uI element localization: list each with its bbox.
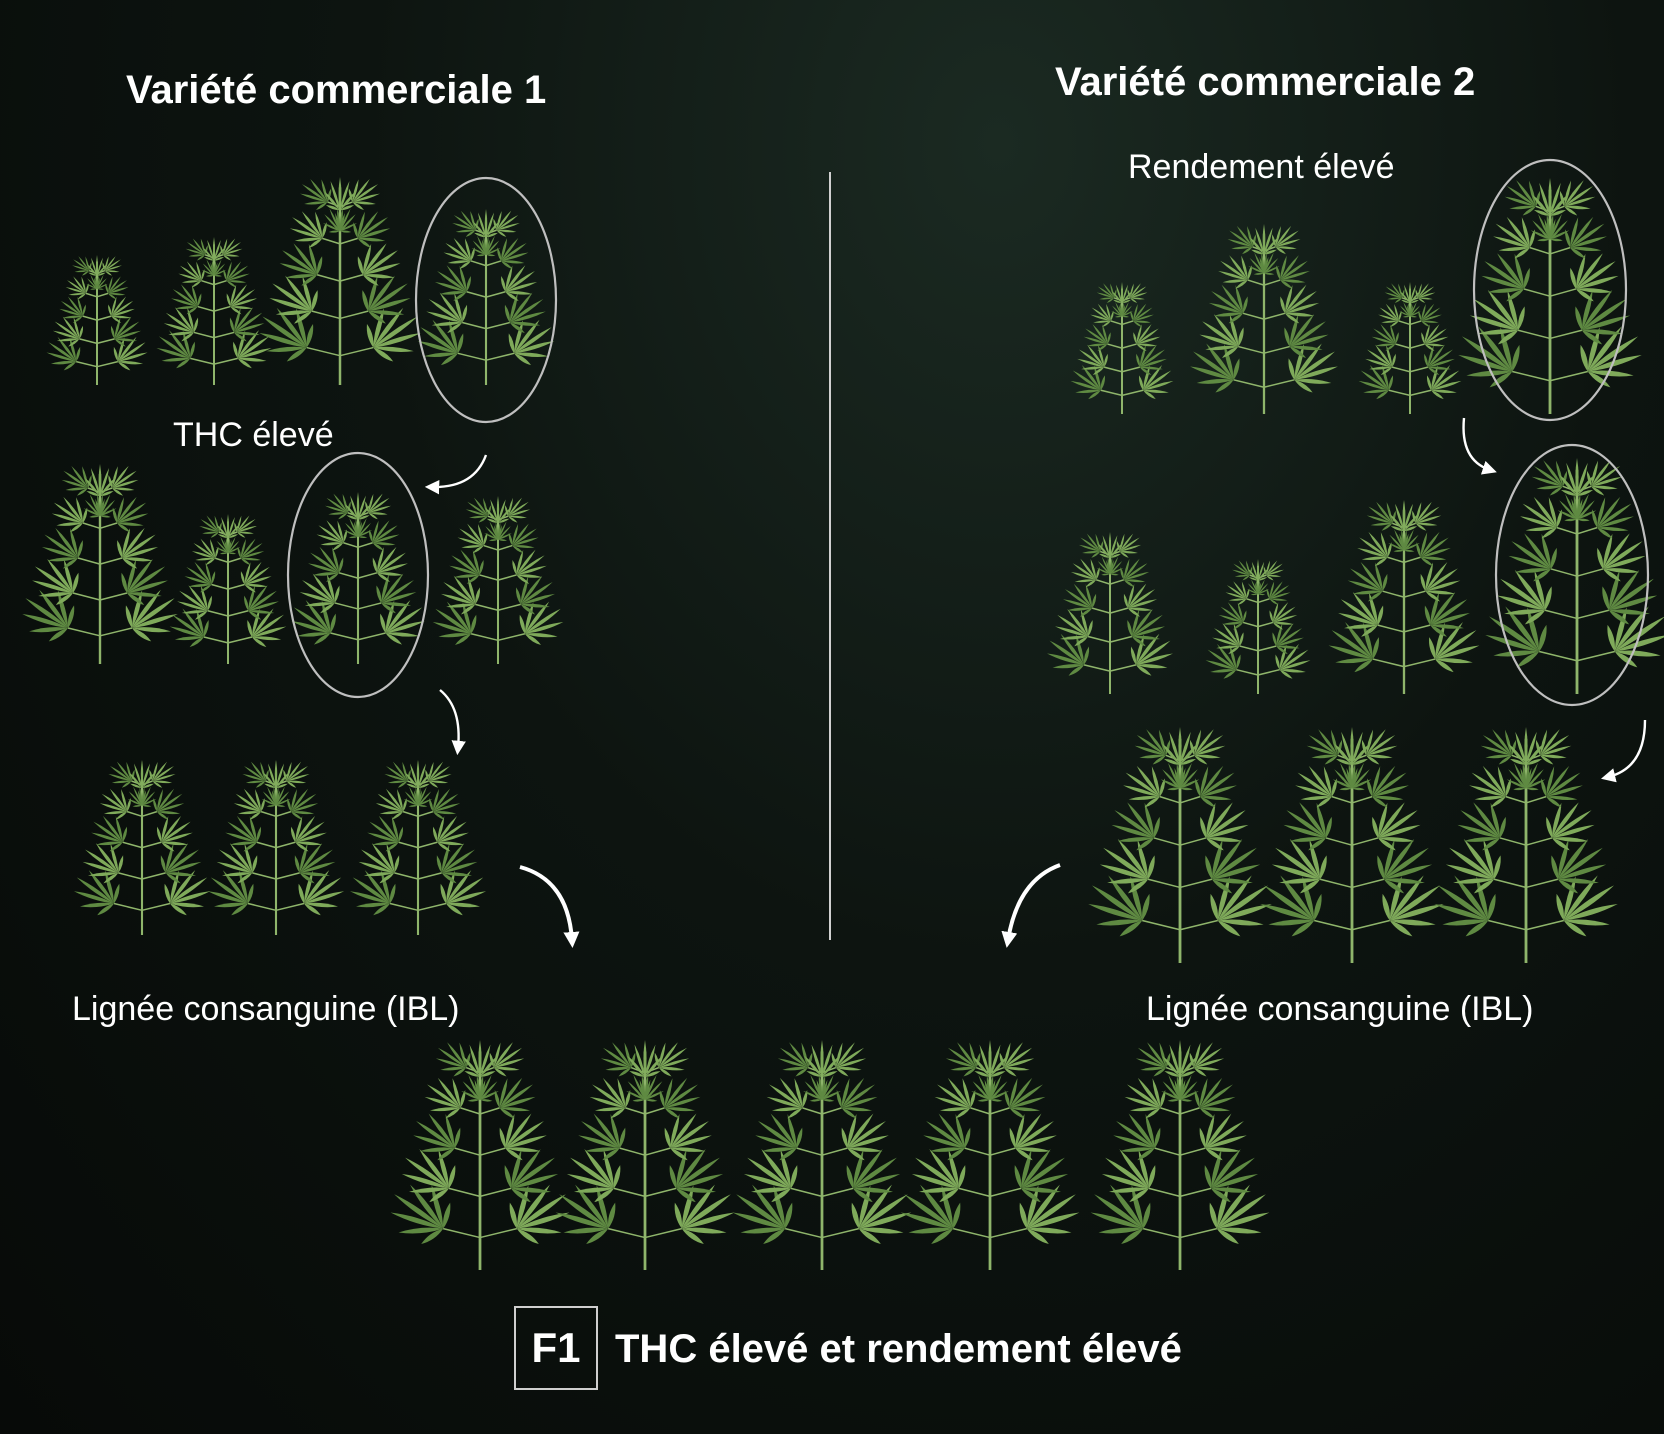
- cannabis-plant-icon: [1458, 178, 1642, 414]
- cannabis-plant-icon: [390, 1040, 570, 1270]
- right-variety-title: Variété commerciale 2: [1055, 60, 1476, 104]
- right-ibl-label: Lignée consanguine (IBL): [1146, 990, 1534, 1028]
- curved-arrow-icon: [439, 689, 466, 756]
- left-variety-title: Variété commerciale 1: [126, 68, 547, 112]
- f1-badge: F1: [514, 1306, 598, 1390]
- cannabis-plant-icon: [1090, 1040, 1270, 1270]
- curved-arrow-icon: [1001, 863, 1061, 948]
- cannabis-plant-icon: [73, 760, 211, 935]
- cannabis-plant-icon: [156, 237, 272, 385]
- cannabis-plant-icon: [1328, 499, 1480, 694]
- cannabis-plant-icon: [46, 254, 148, 385]
- cannabis-plant-icon: [432, 496, 564, 664]
- cannabis-plant-icon: [417, 209, 555, 385]
- left-ibl-label: Lignée consanguine (IBL): [72, 990, 460, 1028]
- cannabis-plant-icon: [291, 492, 425, 664]
- cannabis-plant-icon: [555, 1040, 735, 1270]
- curved-arrow-icon: [424, 454, 488, 495]
- selection-ellipse: [414, 176, 558, 424]
- cannabis-plant-icon: [1434, 727, 1618, 963]
- cannabis-plant-icon: [259, 177, 421, 385]
- cannabis-plant-icon: [22, 464, 178, 664]
- selection-ellipse: [1472, 158, 1628, 422]
- high-thc-label: THC élevé: [173, 416, 334, 454]
- curved-arrow-icon: [519, 865, 580, 948]
- cannabis-plant-icon: [1190, 224, 1338, 414]
- curved-arrow-icon: [1462, 417, 1497, 475]
- cannabis-plant-icon: [900, 1040, 1080, 1270]
- cannabis-plant-icon: [1260, 727, 1444, 963]
- selection-ellipse: [1494, 443, 1650, 707]
- cannabis-plant-icon: [349, 760, 487, 935]
- high-yield-label: Rendement élevé: [1128, 148, 1395, 186]
- f1-result-text: THC élevé et rendement élevé: [615, 1327, 1182, 1371]
- cannabis-plant-icon: [1358, 282, 1462, 414]
- cannabis-plant-icon: [1485, 458, 1664, 694]
- curved-arrow-icon: [1601, 719, 1647, 783]
- cannabis-plant-icon: [732, 1040, 912, 1270]
- cannabis-plant-icon: [207, 760, 345, 935]
- cannabis-plant-icon: [1047, 532, 1173, 694]
- cannabis-plant-icon: [1070, 282, 1174, 414]
- cannabis-plant-icon: [1088, 727, 1272, 963]
- cannabis-plant-icon: [1205, 559, 1311, 694]
- selection-ellipse: [286, 451, 430, 699]
- cannabis-plant-icon: [169, 514, 287, 664]
